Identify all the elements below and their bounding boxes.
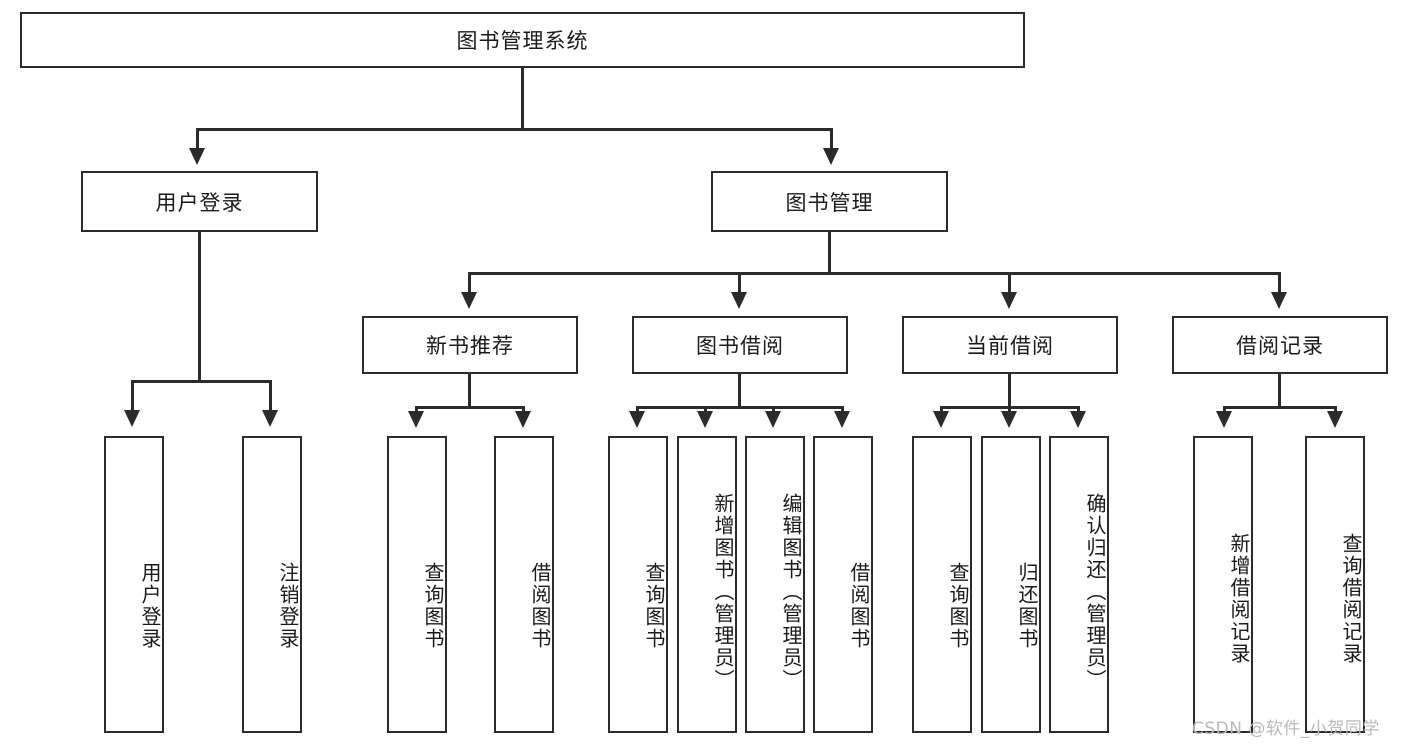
arrow-cb-to-leaf-3 <box>1070 411 1086 428</box>
leaf-node-borrow-book-recommend[interactable]: 借阅图书 <box>494 436 554 733</box>
leaf-node-add-book-admin[interactable]: 新增图书（管理员） <box>677 436 737 733</box>
edge-br-to-leaf-1 <box>1223 406 1226 414</box>
edge-book-borrow-stem <box>738 374 741 408</box>
arrow-new-book-to-leaf-1 <box>408 411 424 428</box>
edge-root-bus <box>196 128 833 131</box>
edge-new-book-stem <box>468 374 471 408</box>
arrow-bm-to-borrow <box>731 292 747 309</box>
leaf-label: 用户登录 <box>138 561 162 650</box>
arrow-user-login-to-leaf-1 <box>124 410 140 427</box>
arrow-cb-to-leaf-1 <box>933 411 949 428</box>
node-user-login-label: 用户登录 <box>155 190 244 215</box>
edge-borrow-records-bus <box>1223 406 1337 409</box>
leaf-label: 注销登录 <box>276 561 300 650</box>
arrow-bb-to-leaf-2 <box>697 411 713 428</box>
node-current-borrow-label: 当前借阅 <box>966 334 1054 358</box>
edge-new-book-to-leaf-2 <box>522 406 525 414</box>
leaf-node-logout[interactable]: 注销登录 <box>242 436 302 733</box>
leaf-label: 新增图书（管理员） <box>711 492 735 691</box>
leaf-node-return-book[interactable]: 归还图书 <box>981 436 1041 733</box>
arrow-br-to-leaf-1 <box>1216 411 1232 428</box>
edge-cb-to-leaf-1 <box>940 406 943 414</box>
edge-book-management-stem <box>828 232 831 274</box>
arrow-br-to-leaf-2 <box>1327 411 1343 428</box>
edge-br-to-leaf-2 <box>1334 406 1337 414</box>
edge-borrow-records-stem <box>1278 374 1281 408</box>
leaf-node-edit-book-admin[interactable]: 编辑图书（管理员） <box>745 436 805 733</box>
csdn-watermark-text: CSDN @软件_小贺同学 <box>1192 719 1380 739</box>
arrow-cb-to-leaf-2 <box>1001 411 1017 428</box>
edge-bb-to-leaf-3 <box>772 406 775 414</box>
edge-bm-to-records <box>1278 272 1281 294</box>
node-new-book-recommend-label: 新书推荐 <box>426 334 514 358</box>
arrow-user-login-to-leaf-2 <box>262 410 278 427</box>
node-borrow-records-label: 借阅记录 <box>1236 334 1324 358</box>
arrow-bm-to-records <box>1271 292 1287 309</box>
leaf-node-query-borrow-record[interactable]: 查询借阅记录 <box>1305 436 1365 733</box>
edge-bm-to-borrow <box>738 272 741 294</box>
node-borrow-records[interactable]: 借阅记录 <box>1172 316 1388 374</box>
edge-root-to-user-login <box>196 128 199 150</box>
edge-user-login-bus <box>131 380 271 383</box>
edge-current-borrow-stem <box>1008 374 1011 408</box>
node-book-borrow[interactable]: 图书借阅 <box>632 316 848 374</box>
leaf-node-query-book-recommend[interactable]: 查询图书 <box>387 436 447 733</box>
node-book-borrow-label: 图书借阅 <box>696 334 784 358</box>
edge-bb-to-leaf-1 <box>636 406 639 414</box>
leaf-label: 查询图书 <box>946 561 970 650</box>
node-current-borrow[interactable]: 当前借阅 <box>902 316 1118 374</box>
leaf-node-add-borrow-record[interactable]: 新增借阅记录 <box>1193 436 1253 733</box>
leaf-label: 查询借阅记录 <box>1339 532 1363 665</box>
arrow-bb-to-leaf-1 <box>629 411 645 428</box>
leaf-label: 查询图书 <box>642 561 666 650</box>
csdn-watermark: CSDN @软件_小贺同学 <box>1192 714 1380 739</box>
edge-new-book-bus <box>415 406 525 409</box>
arrow-root-to-user-login <box>189 148 205 165</box>
edge-root-stem <box>521 68 524 130</box>
edge-user-login-to-leaf-2 <box>269 380 272 412</box>
leaf-node-user-login[interactable]: 用户登录 <box>104 436 164 733</box>
edge-book-management-bus <box>468 272 1280 275</box>
arrow-root-to-book-manage <box>823 148 839 165</box>
edge-user-login-to-leaf-1 <box>131 380 134 412</box>
leaf-label: 借阅图书 <box>847 561 871 650</box>
leaf-label: 编辑图书（管理员） <box>779 492 803 691</box>
arrow-bm-to-current <box>1001 292 1017 309</box>
arrow-bb-to-leaf-3 <box>765 411 781 428</box>
arrow-bb-to-leaf-4 <box>834 411 850 428</box>
leaf-label: 借阅图书 <box>528 561 552 650</box>
leaf-node-borrow-book[interactable]: 借阅图书 <box>813 436 873 733</box>
node-book-management-label: 图书管理 <box>785 190 874 215</box>
node-book-management[interactable]: 图书管理 <box>711 171 948 232</box>
edge-bm-to-current <box>1008 272 1011 294</box>
leaf-label: 归还图书 <box>1015 561 1039 650</box>
node-root-label: 图书管理系统 <box>456 29 589 53</box>
leaf-label: 确认归还（管理员） <box>1083 492 1107 691</box>
edge-root-to-book-manage <box>830 128 833 150</box>
leaf-node-confirm-return-admin[interactable]: 确认归还（管理员） <box>1049 436 1109 733</box>
edge-bb-to-leaf-4 <box>841 406 844 414</box>
arrow-new-book-to-leaf-2 <box>515 411 531 428</box>
edge-book-borrow-bus <box>636 406 844 409</box>
leaf-node-query-book-borrow[interactable]: 查询图书 <box>608 436 668 733</box>
node-new-book-recommend[interactable]: 新书推荐 <box>362 316 578 374</box>
edge-user-login-stem <box>198 232 201 382</box>
edge-cb-to-leaf-2 <box>1008 406 1011 414</box>
node-user-login[interactable]: 用户登录 <box>81 171 318 232</box>
leaf-node-query-book-current[interactable]: 查询图书 <box>912 436 972 733</box>
arrow-bm-to-new-book <box>461 292 477 309</box>
edge-bb-to-leaf-2 <box>704 406 707 414</box>
edge-bm-to-new-book <box>468 272 471 294</box>
node-root[interactable]: 图书管理系统 <box>20 12 1025 68</box>
edge-cb-to-leaf-3 <box>1077 406 1080 414</box>
edge-new-book-to-leaf-1 <box>415 406 418 414</box>
leaf-label: 查询图书 <box>421 561 445 650</box>
leaf-label: 新增借阅记录 <box>1227 532 1251 665</box>
